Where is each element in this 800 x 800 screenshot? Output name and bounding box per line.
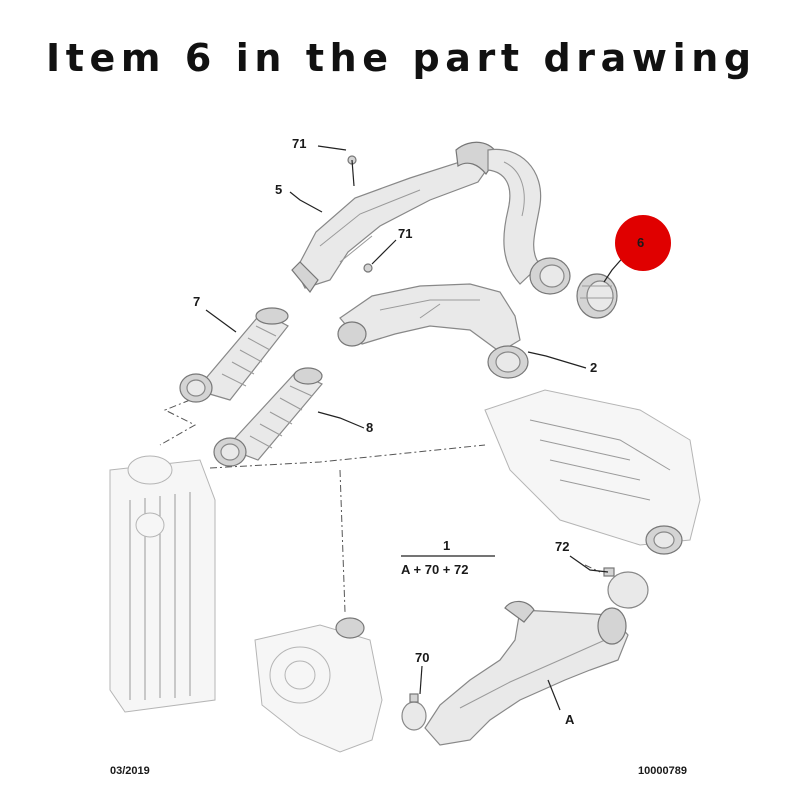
- bolt-71-upper: [347, 155, 357, 187]
- label-70: 70: [415, 650, 429, 665]
- intake-manifold: [484, 389, 701, 555]
- page-title: Item 6 in the part drawing: [46, 36, 757, 80]
- label-71-lower: 71: [398, 226, 412, 241]
- pipe-part-A: [424, 600, 629, 746]
- bellows-hose-part-8: [213, 367, 323, 467]
- label-6: 6: [637, 235, 644, 250]
- footer-code: 10000789: [638, 765, 687, 777]
- highlight-marker: 6: [615, 215, 671, 271]
- label-formula: A + 70 + 72: [401, 562, 468, 577]
- bolt-71-lower: [363, 263, 373, 273]
- footer-date: 03/2019: [110, 765, 150, 777]
- label-1: 1: [443, 538, 450, 553]
- dashed-connection-lines: [159, 399, 601, 613]
- air-duct-part-5: [291, 141, 499, 294]
- label-7: 7: [193, 294, 200, 309]
- label-72: 72: [555, 539, 569, 554]
- clamp-72: [603, 567, 649, 609]
- label-2: 2: [590, 360, 597, 375]
- turbocharger: [254, 617, 383, 753]
- intercooler: [109, 455, 216, 713]
- bent-pipe: [487, 148, 571, 295]
- air-duct-part-2: [337, 283, 529, 379]
- label-8: 8: [366, 420, 373, 435]
- clamp-70: [401, 693, 427, 731]
- label-5: 5: [275, 182, 282, 197]
- seal-ring-item-6: [576, 273, 618, 319]
- highlight-circle: [615, 215, 671, 271]
- label-71-upper: 71: [292, 136, 306, 151]
- label-A: A: [565, 712, 575, 727]
- bellows-hose-part-7: [179, 307, 289, 403]
